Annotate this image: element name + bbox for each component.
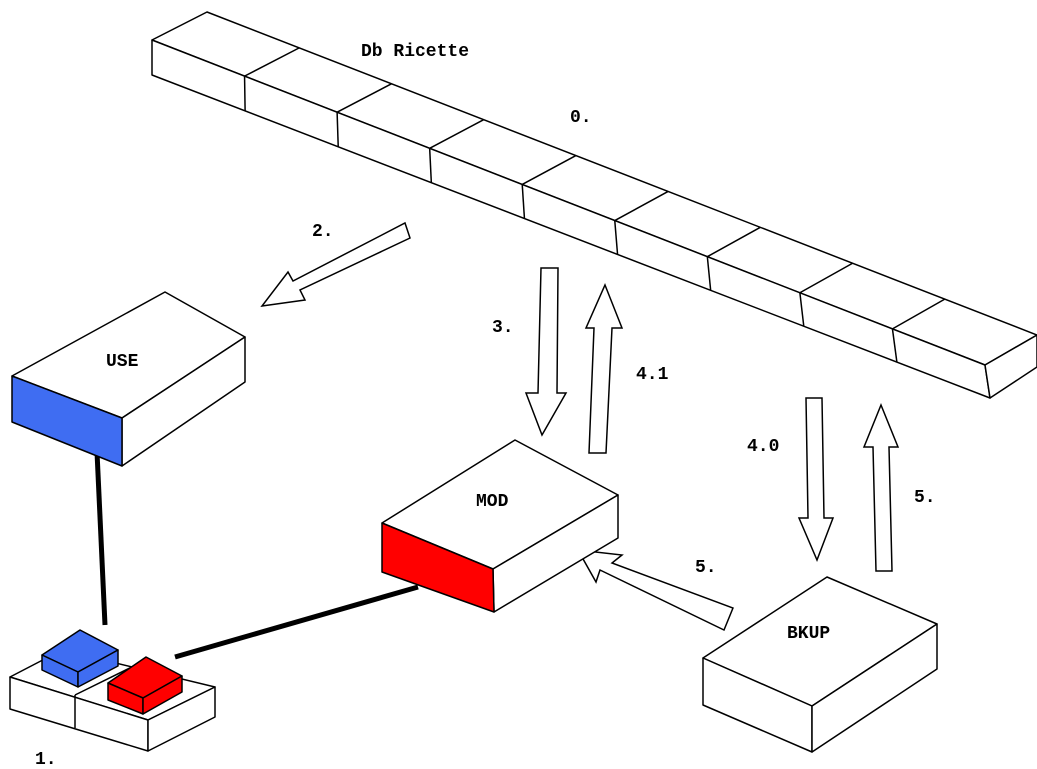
step-3-label: 3.: [492, 318, 514, 338]
step-1-label: 1.: [35, 750, 57, 769]
step-0-label: 0.: [570, 108, 592, 128]
use-box: [12, 292, 245, 466]
arrow-3: [526, 268, 566, 435]
mod-box-label: MOD: [476, 492, 509, 512]
db-segment-divider-front: [245, 76, 246, 111]
step-4-1-label: 4.1: [636, 365, 669, 385]
arrow-4-1: [586, 285, 622, 453]
step-4-0-label: 4.0: [747, 437, 779, 457]
step-2-label: 2.: [312, 222, 334, 242]
arrow-4-0: [799, 398, 833, 560]
step-5-mod-label: 5.: [695, 558, 717, 578]
control-panel: [10, 630, 215, 751]
step-5-right-label: 5.: [914, 488, 936, 508]
bkup-box: [703, 577, 937, 752]
db-title-label: Db Ricette: [361, 42, 469, 62]
use-box-label: USE: [106, 352, 139, 372]
db-bar-front: [152, 40, 990, 398]
arrow-db-to-mod: [526, 268, 566, 435]
arrow-2: [262, 223, 410, 306]
arrow-5-right: [864, 405, 898, 571]
arrow-db-to-use: [262, 223, 410, 306]
arrow-bkup-to-db: [864, 405, 898, 571]
bkup-box-label: BKUP: [787, 624, 830, 644]
connector-use-to-panel: [97, 452, 105, 625]
arrow-mod-to-db: [586, 285, 622, 453]
arrow-db-to-bkup: [799, 398, 833, 560]
connector-mod-to-panel: [175, 587, 418, 657]
